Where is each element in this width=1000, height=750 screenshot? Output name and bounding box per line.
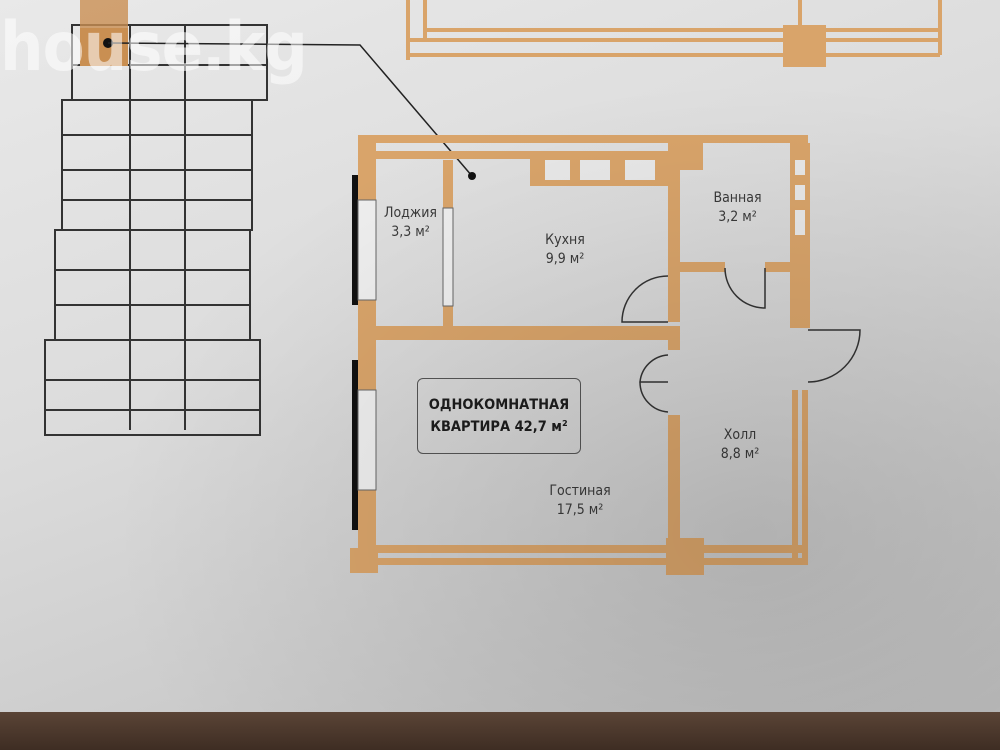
room-name: Ванная bbox=[713, 190, 762, 206]
room-hall: Холл 8,8 м² bbox=[690, 426, 790, 464]
room-area: 17,5 м² bbox=[556, 502, 604, 518]
doors bbox=[621, 267, 861, 413]
adjacent-unit-walls bbox=[406, 0, 942, 60]
room-area: 8,8 м² bbox=[720, 446, 760, 462]
room-living: Гостиная 17,5 м² bbox=[530, 482, 630, 520]
apartment-type: ОДНОКОМНАТНАЯ bbox=[428, 397, 570, 413]
room-name: Гостиная bbox=[549, 483, 611, 499]
apartment-title: ОДНОКОМНАТНАЯ КВАРТИРА 42,7 м² bbox=[417, 378, 581, 454]
apartment-total-area: КВАРТИРА 42,7 м² bbox=[430, 419, 568, 435]
room-loggia: Лоджия 3,3 м² bbox=[378, 204, 443, 242]
table-surface bbox=[0, 712, 1000, 750]
highlighted-unit bbox=[80, 28, 128, 66]
room-name: Лоджия bbox=[384, 205, 437, 221]
room-area: 9,9 м² bbox=[545, 251, 585, 267]
leader-line bbox=[107, 42, 473, 177]
room-bathroom: Ванная 3,2 м² bbox=[695, 189, 780, 227]
room-kitchen: Кухня 9,9 м² bbox=[520, 231, 610, 269]
room-area: 3,3 м² bbox=[391, 224, 430, 240]
room-area: 3,2 м² bbox=[718, 209, 757, 225]
windows bbox=[352, 175, 454, 530]
watermark-logo: house.kg bbox=[0, 8, 308, 87]
building-thumbnail bbox=[44, 24, 268, 436]
room-name: Кухня bbox=[545, 232, 585, 248]
room-name: Холл bbox=[723, 427, 757, 443]
